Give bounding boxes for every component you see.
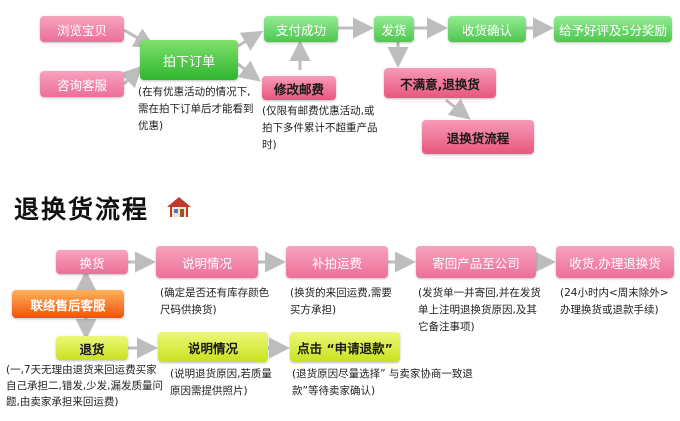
order-note: (在有优惠活动的情况下,需在拍下订单后才能看到优惠) (138, 86, 254, 132)
exchange-explain-box: 说明情况 (156, 246, 258, 278)
repay-postage-note: (换货的来回运费,需要买方承担) (290, 287, 392, 316)
house-icon (167, 197, 191, 217)
unsatisfied-return-box: 不满意,退换货 (384, 68, 496, 98)
exchange-explain-note: (确定是否还有库存颜色尺码供换货) (160, 287, 270, 316)
send-back-box: 寄回产品至公司 (416, 246, 536, 278)
return-explain-note: (说明退货原因,若质量原因需提供照片) (170, 368, 272, 397)
arrow-consult-order (119, 65, 143, 89)
browse-item-box: 浏览宝贝 (40, 16, 124, 42)
send-back-note: (发货单一并寄回,并在发货单上注明退换货原因,及其它备注事项) (418, 287, 541, 333)
repay-postage-box: 补拍运费 (286, 246, 388, 278)
apply-refund-note: (退货原因尽量选择” 与卖家协商一致退款”等待卖家确认) (292, 368, 473, 397)
section-title: 退换货流程 (14, 190, 149, 226)
arrow-order-postage (237, 60, 261, 82)
return-process-box: 退换货流程 (422, 120, 534, 154)
confirm-receipt-box: 收货确认 (448, 16, 526, 42)
section-title-text: 退换货流程 (14, 195, 150, 224)
consult-service-box: 咨询客服 (40, 71, 124, 97)
receive-exchange-box: 收货,办理退换货 (556, 246, 674, 278)
postage-note: (仅限有邮费优惠活动,或拍下多件累计不超重产品时) (262, 105, 378, 151)
return-explain-box: 说明情况 (158, 332, 268, 362)
return-goods-note: (一,7天无理由退货来回运费买家自己承担二,错发,少发,漏发质量问题,由卖家承担… (6, 364, 164, 408)
return-goods-box: 退货 (56, 336, 128, 360)
exchange-box: 换货 (56, 250, 128, 274)
arrow-unsatisfied-return (445, 98, 471, 120)
contact-service-box: 联络售后客服 (12, 290, 124, 318)
apply-refund-box: 点击 “申请退款” (290, 332, 400, 362)
receive-exchange-note: (24小时内<周末除外>办理换货或退款手续) (560, 287, 669, 316)
modify-postage-box: 修改邮费 (262, 76, 336, 100)
ship-box: 发货 (374, 16, 414, 42)
place-order-box: 拍下订单 (140, 40, 238, 80)
praise-box: 给予好评及5分奖励 (554, 16, 672, 42)
pay-success-box: 支付成功 (264, 16, 338, 42)
arrow-order-pay (237, 30, 264, 51)
